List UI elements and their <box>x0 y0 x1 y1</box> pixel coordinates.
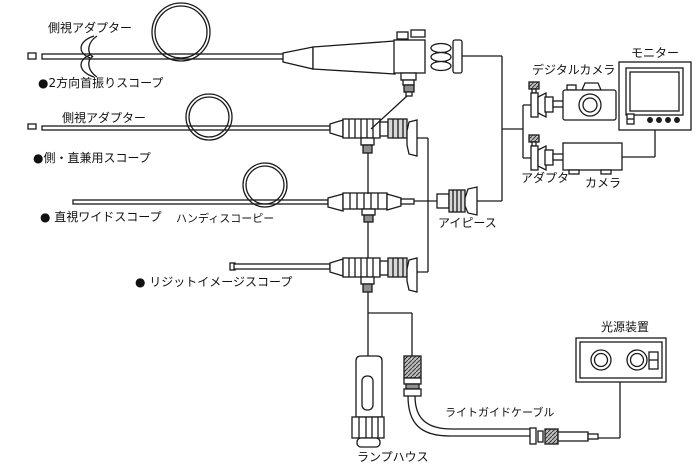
label-side-adapter-1: 側視アダプター <box>48 21 133 35</box>
scope3-insertion-tube <box>72 199 329 205</box>
scope2-insertion-tube <box>41 125 331 131</box>
scope2-handle <box>329 118 418 157</box>
monitor-drawing <box>618 61 692 131</box>
label-lamp-house: ランプハウス <box>357 450 429 464</box>
scope3-handle <box>327 192 415 212</box>
label-handy-scopy: ハンディスコーピー <box>176 212 275 225</box>
label-digital-camera: デジタルカメラ <box>532 63 616 77</box>
scope1-light-port <box>400 72 417 97</box>
label-scope-side-straight: ●側・直兼用スコープ <box>33 151 151 165</box>
label-scope-rigid: ● リジットイメージスコープ <box>135 275 293 289</box>
adapter1-knob <box>528 81 540 90</box>
scope-side-straight-drawing <box>27 93 418 157</box>
camera-box-drawing <box>562 142 623 175</box>
camera-lens-icon <box>578 93 602 117</box>
scope3-cable-loop <box>242 162 288 208</box>
lamp-house-slot <box>361 375 374 411</box>
monitor-knob-icon <box>647 117 653 123</box>
scope2-light-port <box>360 137 375 154</box>
scope3-light-port <box>361 208 376 223</box>
cable-plug-drawing <box>529 427 599 445</box>
label-monitor: モニター <box>631 46 680 60</box>
line-plug-to-light-source <box>598 382 621 439</box>
camera-adapter-drawing <box>528 134 565 172</box>
line-to-light-guide <box>368 312 413 356</box>
label-adapter: アダプタ <box>521 171 570 185</box>
line-eyepiece-bracket <box>417 137 429 273</box>
scope-rigid-drawing <box>229 257 418 293</box>
label-scope-wide: ● 直視ワイドスコープ <box>40 210 162 224</box>
scope3-ocular-tube <box>400 198 415 205</box>
eyepiece-bell <box>464 186 478 216</box>
scope4-light-port <box>360 276 375 293</box>
scope1-cable-loop <box>151 2 211 62</box>
digital-camera-adapter-drawing <box>528 81 565 119</box>
scope2-eyepiece-cup <box>406 119 418 157</box>
monitor-knob-icon <box>665 117 671 123</box>
scope4-rigid-tube <box>233 263 331 270</box>
scope1-articulation-tip <box>80 35 98 78</box>
adapter2-knob <box>528 134 540 143</box>
line-camera-to-monitor <box>622 130 656 158</box>
label-eyepiece: アイピース <box>438 216 497 230</box>
scope4-eyepiece-cup <box>406 257 418 293</box>
light-guide-connector-drawing <box>403 355 531 437</box>
label-side-adapter-2: 側視アダプター <box>62 111 147 125</box>
label-light-guide-cable: ライトガイドケーブル <box>445 406 555 419</box>
digital-camera-drawing <box>562 82 617 121</box>
side-adapter-tip-2 <box>27 123 37 130</box>
scope1-handle <box>282 29 463 75</box>
label-scope-2way: ●2方向首振りスコープ <box>38 76 164 90</box>
eyepiece-drawing <box>436 186 478 216</box>
light-source-drawing <box>575 337 667 383</box>
scope1-lever <box>396 31 409 40</box>
light-source-knob-icon <box>626 349 648 371</box>
scope-2way-drawing <box>27 2 463 97</box>
monitor-knob-icon <box>656 117 662 123</box>
label-light-source: 光源装置 <box>601 320 650 334</box>
light-guide-cable-line <box>407 395 531 437</box>
lamp-house-drawing <box>351 355 385 448</box>
line-scope1-diagonal <box>370 95 408 130</box>
light-source-knob-icon <box>590 349 612 371</box>
scope4-handle <box>329 257 418 293</box>
scope-wide-drawing <box>72 162 415 223</box>
scope2-cable-loop <box>185 93 233 141</box>
scope1-eyepiece-cap <box>452 39 463 74</box>
scope1-lever2 <box>410 29 426 38</box>
connection-lines <box>367 55 656 439</box>
label-camera: カメラ <box>585 176 622 190</box>
monitor-knob-icon <box>674 117 680 123</box>
side-adapter-tip-1 <box>27 52 37 60</box>
